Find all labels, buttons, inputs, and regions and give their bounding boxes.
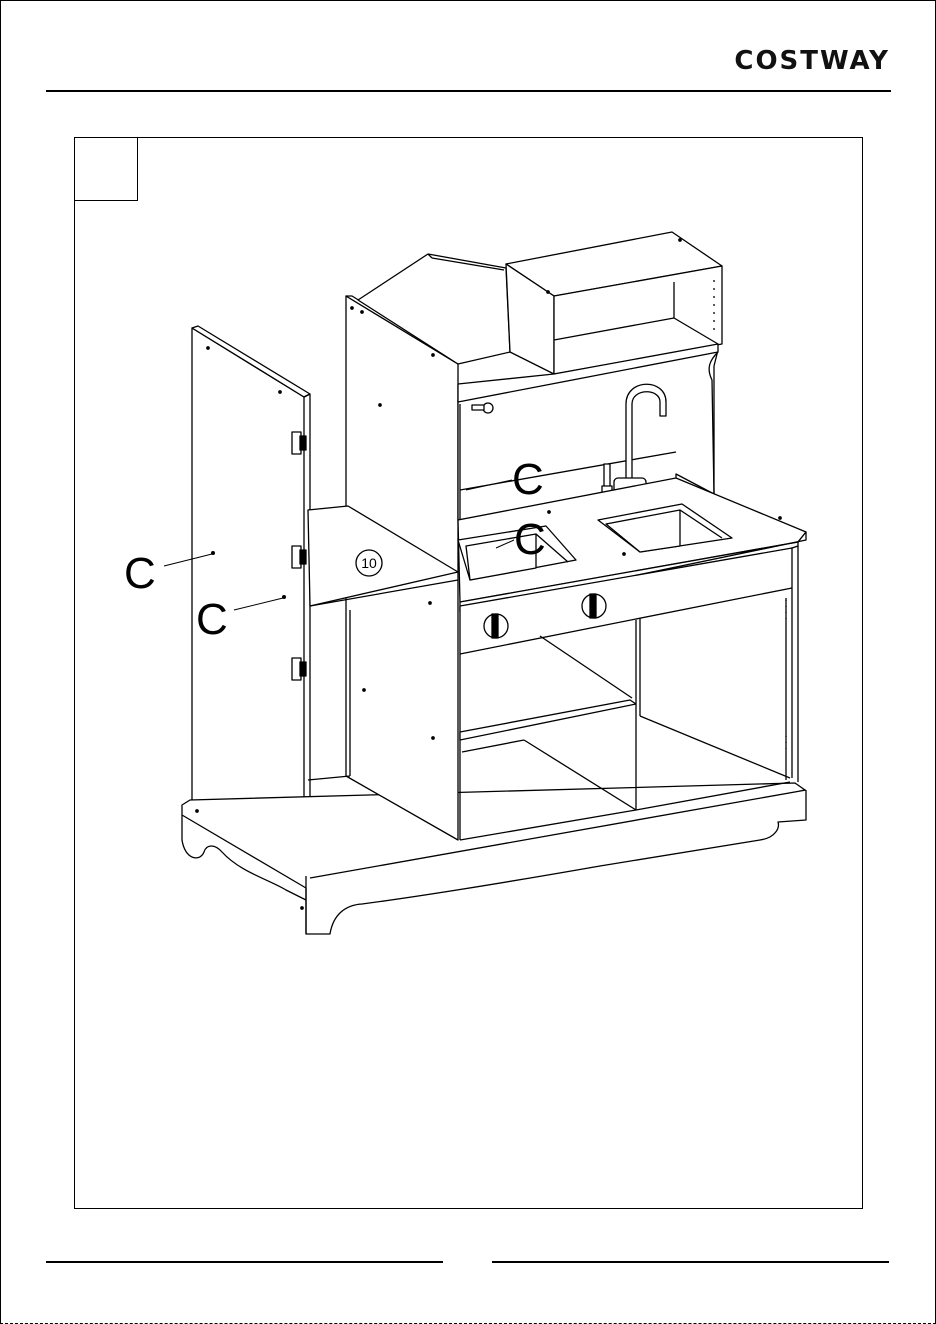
callout-c-2: C: [196, 595, 228, 644]
part-number: 10: [361, 555, 377, 571]
callout-c-3: C: [512, 455, 544, 504]
footer-rule-left: [46, 1261, 443, 1263]
callout-c-1: C: [124, 549, 156, 598]
footer-rule-right: [492, 1261, 889, 1263]
base-plinth: [182, 783, 806, 934]
callout-c-4: C: [514, 515, 546, 564]
part-number-badge: 10: [356, 550, 382, 576]
